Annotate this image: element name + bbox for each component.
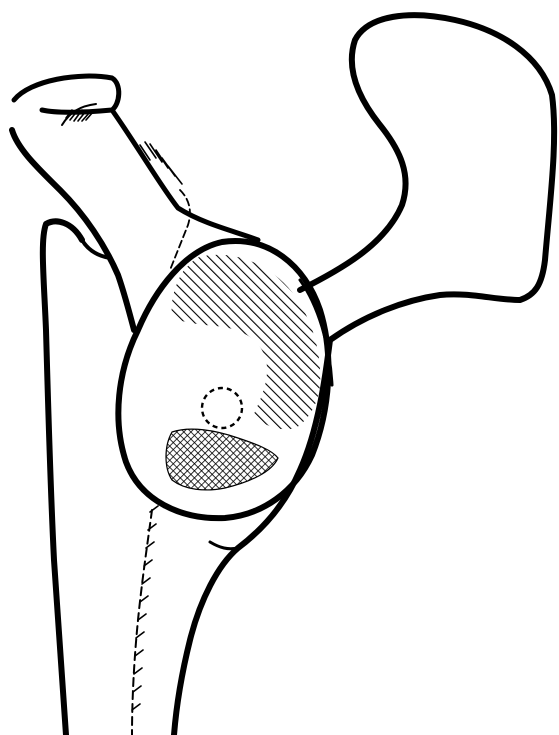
glenoid-line-drawing <box>0 0 559 735</box>
drawing-canvas <box>0 0 559 735</box>
